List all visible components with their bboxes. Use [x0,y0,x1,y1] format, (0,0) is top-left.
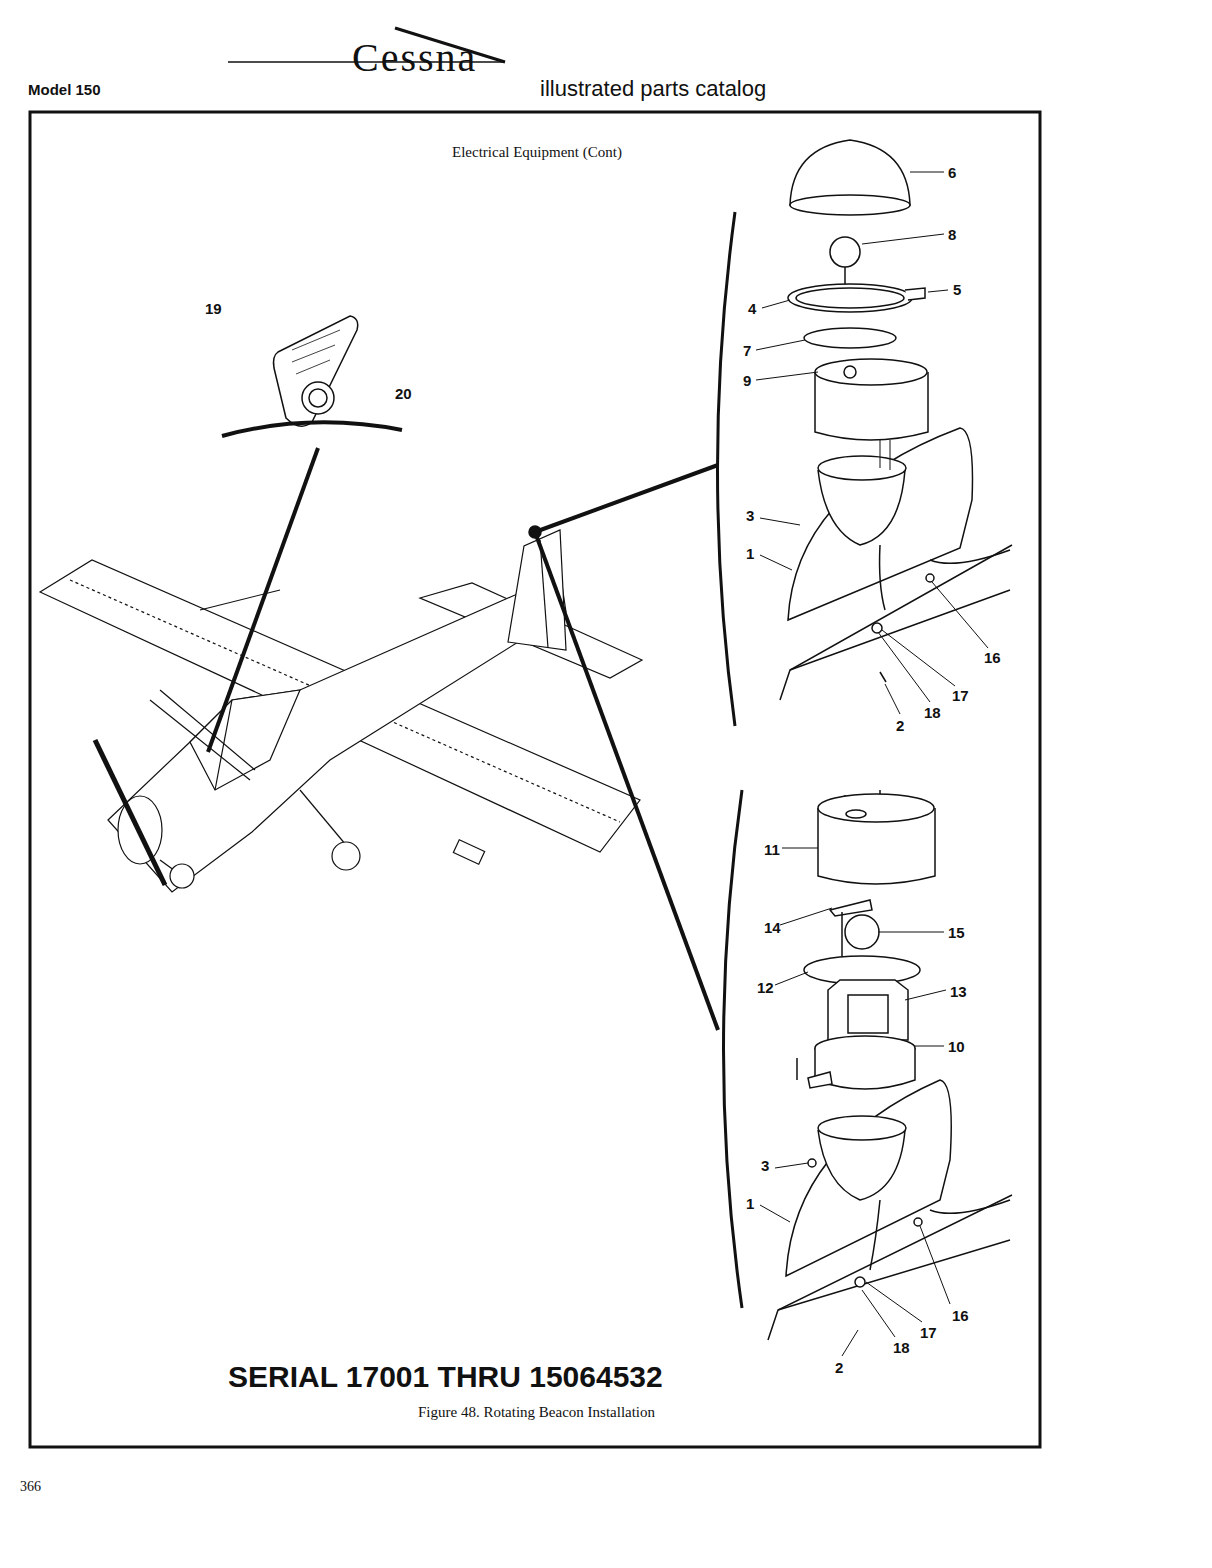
callout-number: 19 [205,301,222,316]
callout-number: 16 [952,1308,969,1323]
callout-number: 4 [748,301,756,316]
callout-number: 2 [835,1360,843,1375]
callout-number: 17 [952,688,969,703]
section-title: Electrical Equipment (Cont) [452,145,622,160]
page-header: Model 150 [28,82,101,97]
callout-number: 15 [948,925,965,940]
callout-number: 16 [984,650,1001,665]
callout-number: 1 [746,546,754,561]
bracket [718,212,736,726]
airplane [40,530,642,892]
catalog-heading: illustrated parts catalog [540,78,766,100]
serial-range: SERIAL 17001 THRU 15064532 [228,1362,663,1392]
callout-number: 12 [757,980,774,995]
callout-number: 6 [948,165,956,180]
callout-number: 2 [896,718,904,733]
callout-number: 13 [950,984,967,999]
callout-number: 3 [746,508,754,523]
bracket [724,790,743,1308]
callout-number: 14 [764,920,781,935]
page-frame [30,112,1040,1447]
callout-number: 7 [743,343,751,358]
callout-number: 5 [953,282,961,297]
callout-number: 1 [746,1196,754,1211]
page-number: 366 [20,1480,41,1494]
callout-number: 18 [893,1340,910,1355]
brand-logo: Cessna [352,38,477,78]
callout-number: 8 [948,227,956,242]
callout-number: 17 [920,1325,937,1340]
callout-number: 18 [924,705,941,720]
lower-beacon [768,790,1012,1340]
upper-beacon [780,140,1012,700]
callout-number: 3 [761,1158,769,1173]
detail-pointer [535,465,718,532]
callout-number: 9 [743,373,751,388]
detail-pointer [535,532,718,1030]
callout-number: 11 [764,842,780,857]
callout-number: 20 [395,386,412,401]
leader-lines [760,848,950,1356]
detail-pointer [208,448,318,752]
leader-lines [756,172,988,714]
callout-number: 10 [948,1039,965,1054]
placard-detail [222,316,402,436]
figure-caption: Figure 48. Rotating Beacon Installation [418,1405,655,1420]
